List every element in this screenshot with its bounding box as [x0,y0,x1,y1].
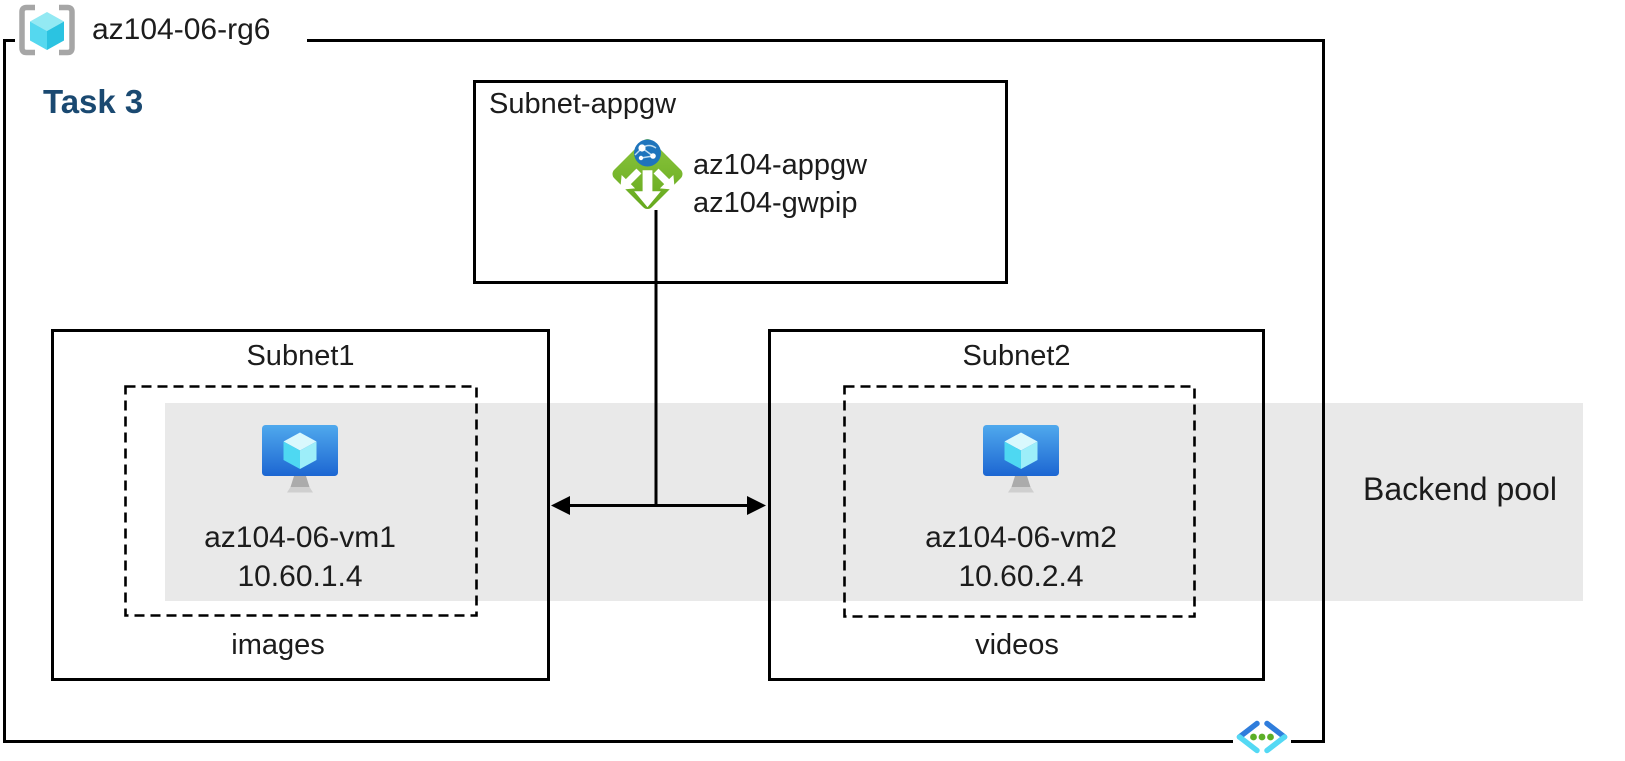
resource-group-label-patch [15,33,307,46]
subnet2-title: Subnet2 [962,340,1071,372]
resource-group-title: az104-06-rg6 [92,13,271,46]
backend-pool-label: Backend pool [1363,471,1557,507]
subnet1-caption: images [231,629,325,661]
vm2-ip: 10.60.2.4 [958,560,1084,593]
subnet1-box [51,329,550,681]
subnet-appgw-box [473,80,1008,284]
resource-group-box [3,39,1325,743]
subnet-appgw-title: Subnet-appgw [489,88,677,120]
subnet2-box [768,329,1265,681]
application-gateway-icon [612,139,683,209]
subnet2-caption: videos [975,629,1059,661]
appgw-public-ip-name: az104-gwpip [693,187,858,219]
virtual-network-icon-wrap [1233,717,1291,757]
vm2-icon [983,425,1059,493]
vm1-name: az104-06-vm1 [204,521,396,554]
resource-group-icon [19,4,75,56]
appgw-gateway-name: az104-appgw [693,149,868,181]
vm1-icon [262,425,338,493]
vm2-name: az104-06-vm2 [925,521,1117,554]
task-label: Task 3 [43,83,144,120]
virtual-network-icon [1236,720,1288,754]
vm1-ip: 10.60.1.4 [237,560,363,593]
subnet1-title: Subnet1 [246,340,355,372]
